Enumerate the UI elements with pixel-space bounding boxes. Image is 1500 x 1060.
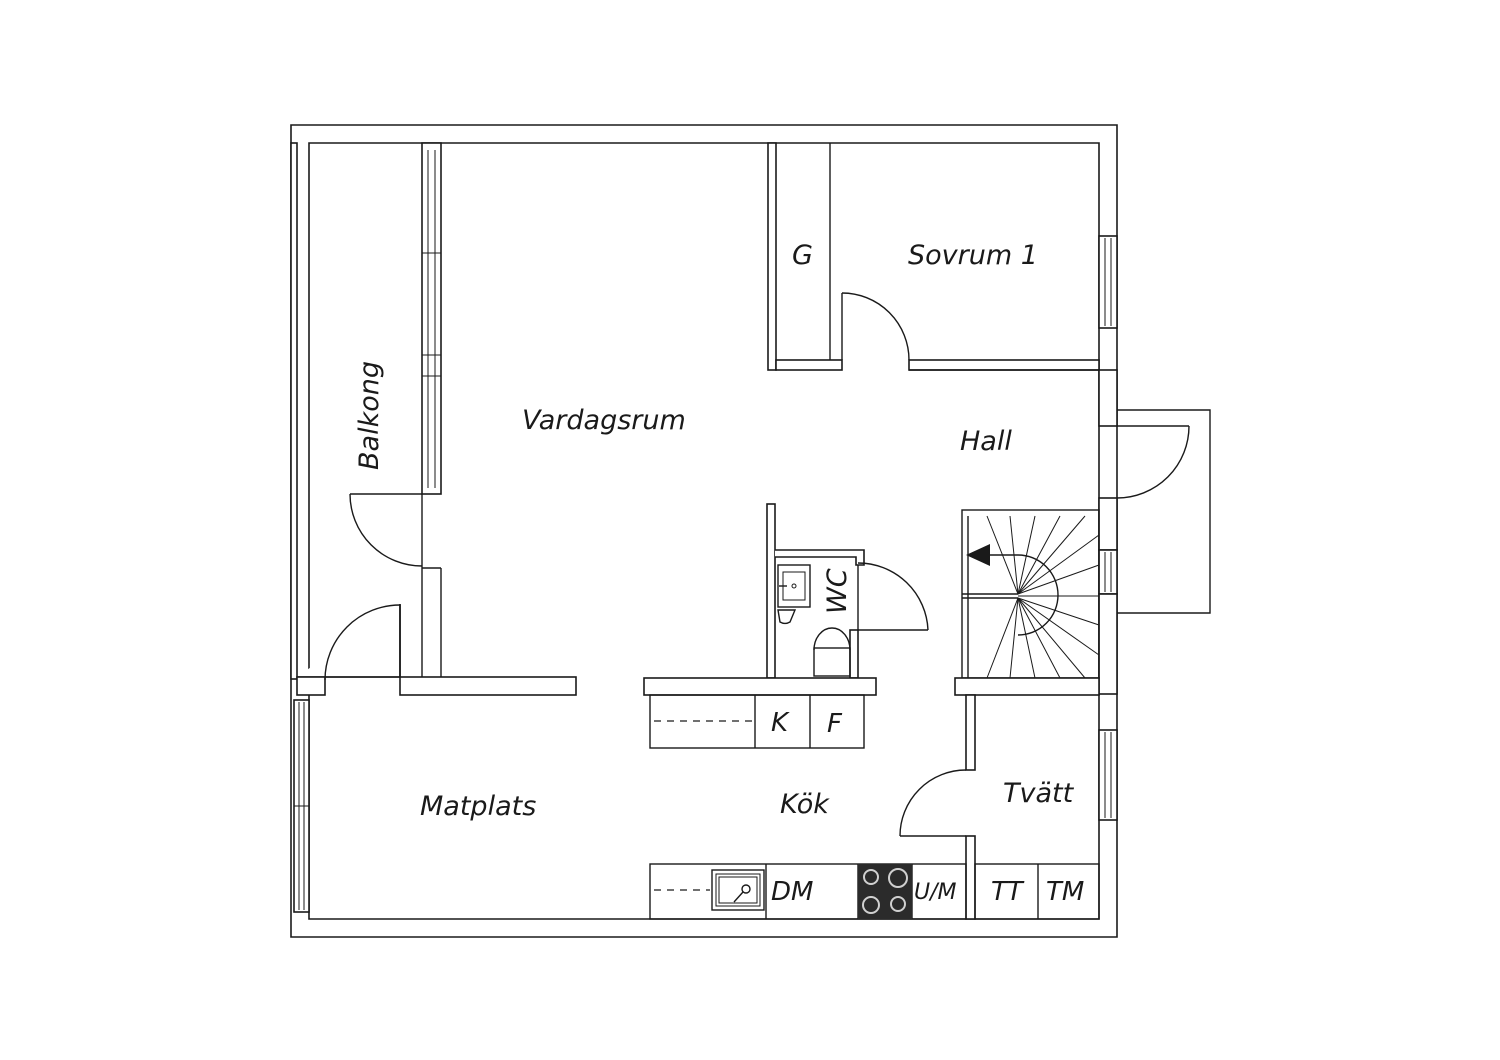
bedroom-door xyxy=(841,292,910,361)
matplats-top-wall xyxy=(296,604,577,696)
kitchen-upper-counter xyxy=(649,694,865,749)
kitchen-sink-icon xyxy=(711,869,765,911)
fixture-label-dm: DM xyxy=(771,877,813,907)
room-label-matplats: Matplats xyxy=(420,791,536,822)
fixture-label-k: K xyxy=(771,708,790,738)
room-label-g: G xyxy=(792,240,813,271)
fixture-label-tm: TM xyxy=(1046,877,1084,907)
fixture-label-um: U/M xyxy=(914,880,957,905)
stove-icon xyxy=(858,864,912,919)
balcony-wall xyxy=(421,142,442,677)
toilet-icon xyxy=(813,627,851,677)
wc-walls xyxy=(643,503,877,696)
room-label-kok: Kök xyxy=(780,789,830,820)
bedroom-walls xyxy=(767,142,1100,371)
room-label-sovrum: Sovrum 1 xyxy=(908,240,1038,271)
laundry-window xyxy=(1098,729,1118,821)
balcony-door xyxy=(349,493,423,567)
room-label-tvatt: Tvätt xyxy=(1003,778,1075,809)
wc-sink-icon xyxy=(777,564,811,625)
laundry-door xyxy=(899,769,967,837)
staircase xyxy=(961,509,1100,679)
laundry-walls xyxy=(954,677,1100,920)
wc-door xyxy=(857,562,929,631)
fixture-label-f: F xyxy=(827,709,843,739)
bedroom-window xyxy=(1098,235,1118,329)
matplats-window xyxy=(293,699,310,913)
stair-arrow-icon xyxy=(966,544,990,566)
room-label-balkong: Balkong xyxy=(354,361,385,470)
matplats-door xyxy=(324,604,401,681)
entrance xyxy=(1098,369,1211,695)
outer-walls xyxy=(290,124,1118,938)
room-label-wc: WC xyxy=(822,568,853,614)
room-label-hall: Hall xyxy=(960,426,1012,457)
room-label-vardagsrum: Vardagsrum xyxy=(522,405,686,436)
fixture-label-tt: TT xyxy=(991,877,1025,907)
